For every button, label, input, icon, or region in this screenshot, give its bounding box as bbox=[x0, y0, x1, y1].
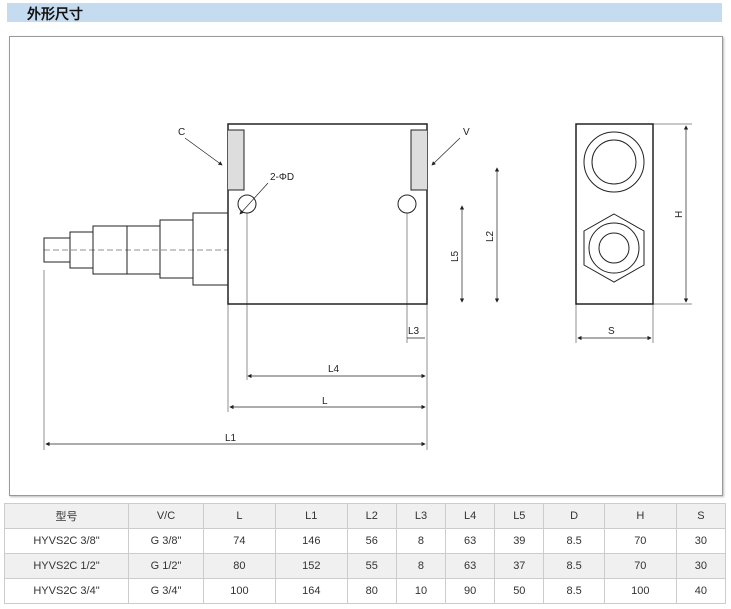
table-cell: 80 bbox=[346, 578, 397, 604]
label-l3: L3 bbox=[408, 326, 420, 337]
table-cell: 8 bbox=[395, 553, 447, 579]
table-cell: HYVS2C 3/8" bbox=[4, 528, 129, 554]
table-cell: 50 bbox=[494, 578, 545, 604]
header-cell: L1 bbox=[274, 503, 348, 529]
section-title: 外形尺寸 bbox=[27, 7, 83, 23]
table-cell: 100 bbox=[203, 578, 276, 604]
header-cell: L2 bbox=[346, 503, 397, 529]
header-cell: 型号 bbox=[4, 503, 129, 529]
header-cell: S bbox=[675, 503, 727, 529]
table-cell: 8.5 bbox=[543, 528, 605, 554]
table-cell: 8.5 bbox=[543, 553, 605, 579]
table-cell: 56 bbox=[346, 528, 397, 554]
dimension-drawing: C V 2-ΦD L1 L L4 L3 S L5 L2 H bbox=[43, 123, 692, 450]
table-cell: G 1/2" bbox=[128, 553, 204, 579]
label-s: S bbox=[608, 326, 615, 337]
label-v: V bbox=[463, 127, 470, 138]
table-cell: 90 bbox=[445, 578, 496, 604]
header-cell: L4 bbox=[445, 503, 496, 529]
valve-body bbox=[227, 123, 428, 305]
header-cell: L bbox=[203, 503, 276, 529]
table-cell: 40 bbox=[675, 578, 727, 604]
header-cell: H bbox=[603, 503, 677, 529]
label-l2: L2 bbox=[485, 230, 496, 242]
side-view bbox=[575, 123, 654, 305]
mount-hole bbox=[237, 194, 257, 214]
table-cell: 80 bbox=[203, 553, 276, 579]
table-cell: 55 bbox=[346, 553, 397, 579]
table-cell: G 3/8" bbox=[128, 528, 204, 554]
table-cell: 70 bbox=[603, 553, 677, 579]
table-cell: 74 bbox=[203, 528, 276, 554]
table-cell: 70 bbox=[603, 528, 677, 554]
table-cell: 30 bbox=[675, 553, 727, 579]
table-cell: HYVS2C 3/4" bbox=[4, 578, 129, 604]
table-cell: 39 bbox=[494, 528, 545, 554]
table-cell: HYVS2C 1/2" bbox=[4, 553, 129, 579]
label-l4: L4 bbox=[328, 364, 340, 375]
table-cell: 10 bbox=[395, 578, 447, 604]
table-cell: 164 bbox=[274, 578, 348, 604]
table-cell: 63 bbox=[445, 553, 496, 579]
table-cell: 37 bbox=[494, 553, 545, 579]
header-cell: D bbox=[543, 503, 605, 529]
label-l: L bbox=[322, 396, 328, 407]
label-l5: L5 bbox=[450, 250, 461, 262]
table-cell: 8.5 bbox=[543, 578, 605, 604]
table-cell: 8 bbox=[395, 528, 447, 554]
table-cell: 100 bbox=[603, 578, 677, 604]
table-cell: G 3/4" bbox=[128, 578, 204, 604]
table-cell: 63 bbox=[445, 528, 496, 554]
table-cell: 146 bbox=[274, 528, 348, 554]
section-header: 外形尺寸 bbox=[7, 3, 722, 23]
label-c: C bbox=[178, 127, 185, 138]
label-d: 2-ΦD bbox=[270, 172, 294, 183]
header-cell: L3 bbox=[395, 503, 447, 529]
header-cell: V/C bbox=[128, 503, 204, 529]
table-cell: 30 bbox=[675, 528, 727, 554]
header-cell: L5 bbox=[494, 503, 545, 529]
drawing-frame bbox=[9, 36, 723, 496]
label-l1: L1 bbox=[225, 433, 237, 444]
table-cell: 152 bbox=[274, 553, 348, 579]
label-h: H bbox=[674, 211, 685, 218]
